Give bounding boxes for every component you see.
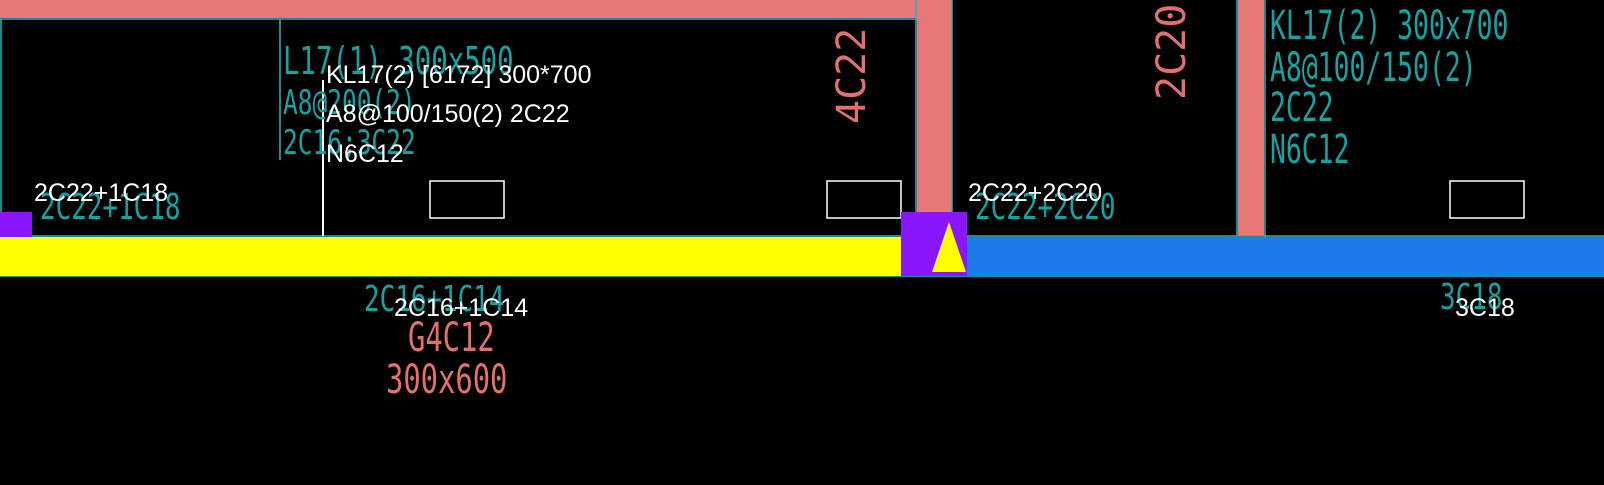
right-beam-annotation-2: A8@100/150(2) bbox=[1270, 45, 1477, 91]
beam-name-label: KL17(2) [6172] 300*700 bbox=[326, 61, 592, 89]
girder-size-annotation: 300x600 bbox=[386, 357, 508, 403]
selected-beam-span[interactable] bbox=[0, 237, 962, 276]
column-bars-annotation-1: 4C22 bbox=[829, 27, 875, 124]
column-wall-right[interactable] bbox=[1238, 0, 1264, 236]
right-beam-annotation-4: N6C12 bbox=[1270, 127, 1350, 173]
right-beam-annotation-3: 2C22 bbox=[1270, 85, 1334, 131]
column-bars-annotation-2: 2C20 bbox=[1149, 3, 1195, 100]
column-wall-center[interactable] bbox=[917, 0, 952, 212]
left-beam-annotation-3: 2C16;3C22 bbox=[283, 123, 416, 163]
left-beam-annotation-1: L17(1) 300x500 bbox=[283, 39, 514, 83]
bar-box-1 bbox=[429, 180, 505, 219]
bar-box-2 bbox=[826, 180, 902, 219]
span1-bottom-annotation: 2C16+1C14 bbox=[364, 279, 505, 320]
left-support-marker[interactable] bbox=[0, 212, 32, 237]
mid-support-annotation: 2C22+2C20 bbox=[975, 187, 1116, 228]
span2-bottom-annotation: 3C18 bbox=[1440, 277, 1503, 318]
support-triangle-icon bbox=[932, 222, 966, 272]
left-beam-annotation-2: A8@200(2) bbox=[283, 83, 416, 123]
girder-bars-annotation: G4C12 bbox=[408, 315, 495, 361]
mid-support-top-label: 2C22+2C20 bbox=[968, 179, 1103, 207]
left-support-top-label: 2C22+1C18 bbox=[34, 179, 169, 207]
left-support-annotation: 2C22+1C18 bbox=[40, 187, 181, 228]
stirrup-label: A8@100/150(2) 2C22 bbox=[326, 100, 570, 128]
span2-bottom-label: 3C18 bbox=[1455, 294, 1515, 322]
span1-bottom-label: 2C16+1C14 bbox=[394, 294, 529, 322]
top-wall[interactable] bbox=[0, 0, 952, 18]
right-beam-annotation-1: KL17(2) 300x700 bbox=[1270, 3, 1509, 49]
adjacent-beam-span[interactable] bbox=[962, 237, 1604, 276]
side-bars-label: N6C12 bbox=[326, 140, 404, 168]
bar-box-3 bbox=[1449, 180, 1525, 219]
